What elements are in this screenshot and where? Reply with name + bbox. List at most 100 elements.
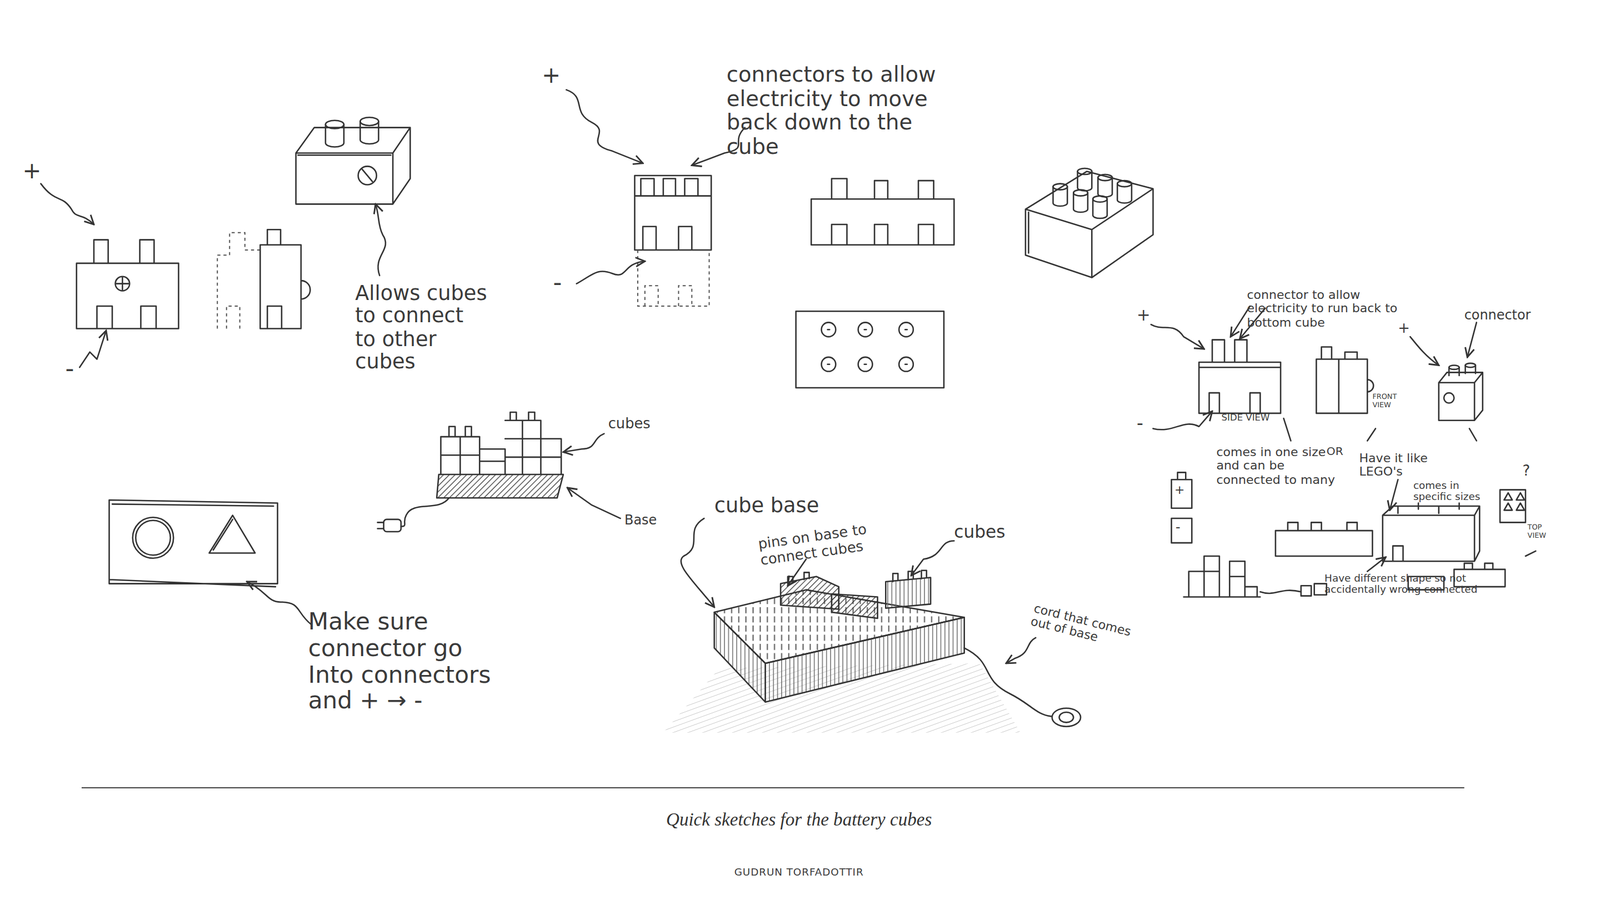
cube-outline: [296, 127, 411, 205]
cube-pins: [787, 570, 927, 584]
plug-prongs: [377, 522, 384, 529]
sketch-note: Have different shape so not accidentally…: [1324, 572, 1493, 595]
keyed-connector-sketch: [109, 500, 312, 625]
polarity-sign: +: [541, 63, 561, 89]
plug: [383, 519, 402, 532]
cube-front-view: [1316, 346, 1374, 413]
side-connector: [358, 166, 377, 185]
cube-small-3d: [1438, 365, 1483, 421]
cube-3d-sketch: [296, 117, 411, 276]
cube-outline: [76, 240, 179, 329]
sketch-note: Make sure connector go Into connectors a…: [308, 609, 493, 715]
author-name: GUDRUN TORFADOTTIR: [734, 866, 864, 878]
pin-top: [1073, 190, 1088, 197]
plus-arrow: [1151, 324, 1205, 349]
divider-rule: [81, 787, 1465, 789]
cube-front-sketch: [40, 183, 310, 368]
plug: [1301, 585, 1312, 596]
small-base-sketch: [377, 412, 621, 532]
pin-top: [1092, 196, 1108, 203]
leader-arrow: [563, 433, 604, 453]
sketch-note: cord that comes out of base: [1028, 602, 1150, 658]
base-block: [436, 474, 564, 498]
round-socket: [135, 520, 170, 555]
view-label: TOP VIEW: [1527, 524, 1554, 541]
polarity-sign: +: [1397, 320, 1410, 337]
figure-caption: Quick sketches for the battery cubes: [666, 809, 932, 832]
polarity-sign: +: [1174, 483, 1185, 498]
polarity-sign: -: [65, 355, 75, 383]
cube-outline: [634, 175, 712, 250]
pin-dots: [827, 329, 908, 364]
pin-top: [1053, 183, 1068, 190]
minus-arrow: [79, 330, 107, 368]
variant-sketches: [1151, 306, 1536, 597]
block-row: [1275, 522, 1373, 557]
leader-arrow: [911, 540, 954, 575]
polarity-sign: -: [1175, 520, 1181, 536]
pin-top: [325, 120, 344, 129]
power-cord: [964, 647, 1052, 717]
leader-arrow: [246, 581, 312, 625]
pin-top: [1077, 168, 1093, 175]
part-label: cubes: [608, 416, 651, 433]
sketch-note: pins on base to connect cubes: [757, 518, 888, 569]
side-connector: [1443, 392, 1454, 403]
sketch-note: comes in one size and can be connected t…: [1216, 446, 1344, 488]
ghost-cube: [637, 250, 710, 307]
leader-line: [1283, 418, 1477, 441]
polarity-sign: -: [553, 269, 563, 297]
plug: [1059, 712, 1074, 723]
pin-top: [1097, 174, 1113, 181]
leader-arrow: [1390, 479, 1399, 510]
part-label: cubes: [953, 522, 1005, 542]
leader-arrow: [1467, 322, 1477, 357]
plus-arrow: [566, 90, 643, 164]
top-view-box: [1500, 490, 1526, 523]
lego-block: [1382, 503, 1480, 562]
base-front: [714, 612, 965, 703]
part-label: Base: [624, 513, 657, 529]
triangle-socket: [209, 515, 256, 554]
plus-arrow: [40, 183, 94, 225]
plug: [1052, 708, 1081, 727]
pin-top: [1465, 363, 1476, 368]
plus-arrow: [1410, 336, 1439, 365]
sketch-note: comes in specific sizes: [1413, 479, 1493, 503]
leader-arrow: [567, 487, 621, 519]
leader-arrow: [1006, 637, 1036, 664]
block-variants: [796, 168, 1154, 388]
pin-top: [1117, 180, 1132, 187]
polarity-sign: -: [1136, 413, 1144, 434]
side-connector: [115, 276, 130, 292]
block-3d: [1025, 171, 1154, 278]
cube-on-base: [780, 576, 839, 610]
sketch-note: connectors to allow electricity to move …: [726, 63, 967, 160]
minus-arrow: [1153, 411, 1213, 430]
top-view-block: [796, 311, 944, 388]
pin-top: [360, 117, 379, 126]
ghost-cube: [217, 232, 260, 329]
connector-face: [109, 500, 278, 587]
sketch-note: connector to allow electricity to run ba…: [1246, 288, 1400, 330]
leader-arrow: [1367, 557, 1386, 572]
polarity-sign: +: [1136, 306, 1151, 325]
power-cord: [1260, 590, 1301, 594]
battery-icon: [1171, 472, 1193, 543]
sketch-note: OR: [1326, 446, 1344, 459]
view-label: SIDE VIEW: [1221, 412, 1270, 423]
cube-stack: [440, 412, 562, 475]
polarity-sign: +: [22, 159, 42, 185]
sketch-note: Have it like LEGO's: [1359, 452, 1452, 480]
cube-connector-sketch: [566, 90, 745, 307]
connector-mark: [362, 169, 373, 182]
pin-cylinder: [1053, 171, 1132, 219]
long-block: [811, 178, 954, 245]
triangle-keys: [1503, 492, 1525, 510]
sketch-note: Allows cubes to connect to other cubes: [355, 281, 488, 374]
stack-sketch: [1183, 556, 1261, 597]
cube-side-outline: [260, 229, 310, 329]
minus-arrow: [576, 261, 645, 284]
